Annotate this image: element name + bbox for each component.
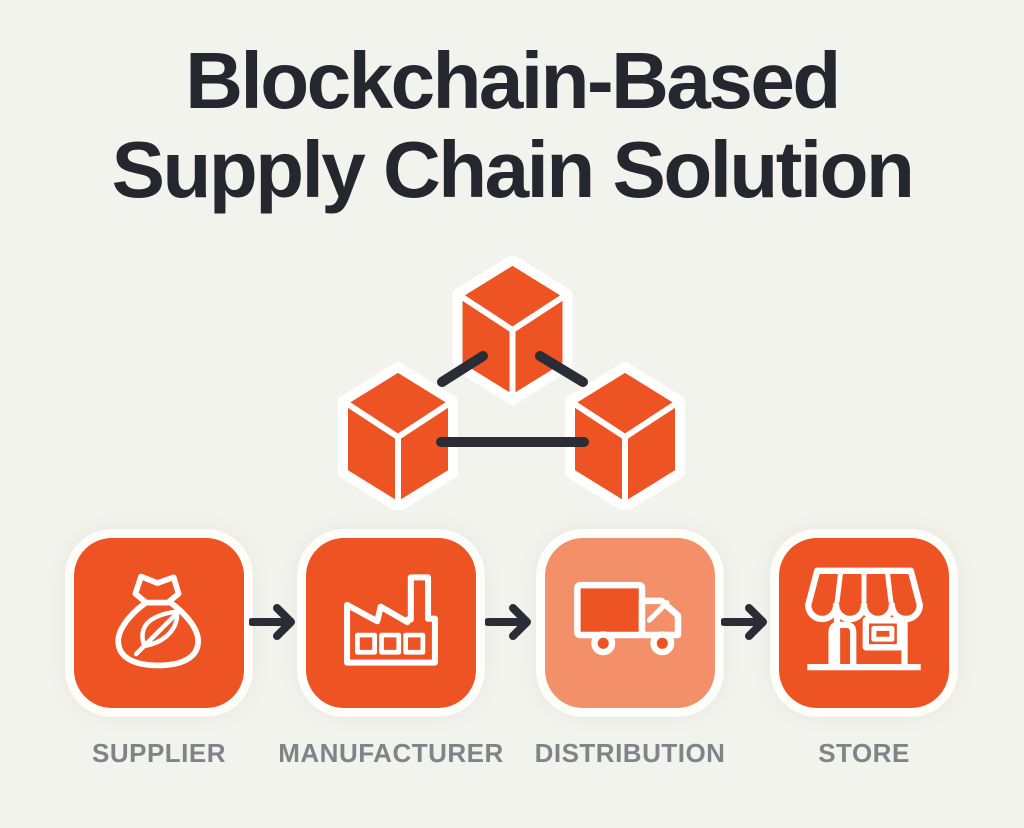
stage-label: DISTRIBUTION	[534, 738, 726, 768]
delivery-truck-icon	[574, 581, 682, 656]
supplier-tile	[74, 538, 244, 708]
factory-icon	[344, 574, 438, 666]
stage-label: MANUFACTURER	[278, 738, 504, 768]
manufacturer-tile	[306, 538, 476, 708]
stage-supplier: SUPPLIER	[74, 538, 244, 769]
stage-manufacturer: MANUFACTURER	[278, 538, 503, 769]
distribution-tile	[545, 538, 715, 708]
block-cube-top	[452, 255, 573, 405]
stage-distribution: DISTRIBUTION	[535, 538, 725, 769]
blockchain-network-icon	[338, 255, 685, 510]
stage-label: SUPPLIER	[91, 738, 227, 768]
stage-label: STORE	[818, 738, 910, 768]
store-tile	[779, 538, 949, 708]
block-cube-right	[565, 362, 685, 510]
right-arrow-icon	[485, 604, 531, 640]
page-title: Blockchain-Based Supply Chain Solution	[111, 36, 915, 214]
block-links	[436, 351, 589, 447]
money-bag-leaf-icon	[115, 573, 201, 669]
right-arrow-icon	[249, 604, 295, 640]
storefront-icon	[805, 567, 923, 671]
right-arrow-icon	[721, 604, 767, 640]
stage-store: STORE	[779, 538, 949, 769]
block-cube-left	[338, 362, 458, 510]
